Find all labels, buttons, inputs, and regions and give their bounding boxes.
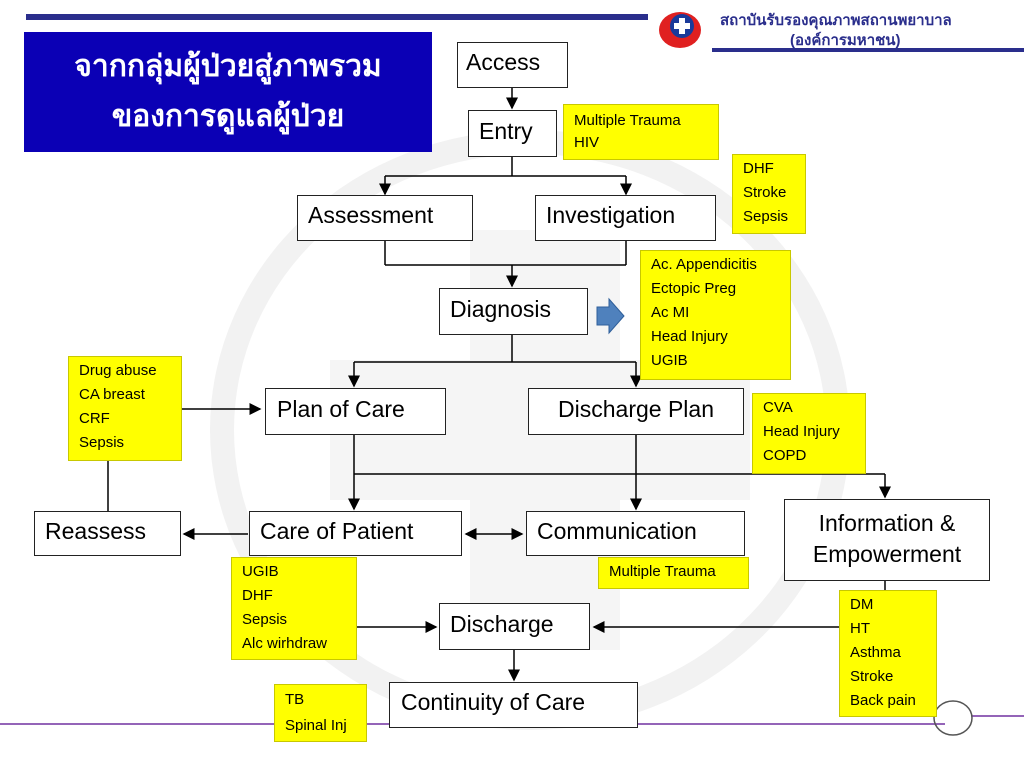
- node-care-of-patient: Care of Patient: [249, 511, 462, 556]
- node-discharge-label: Discharge: [450, 611, 554, 637]
- note-discharge-plan-item: COPD: [763, 447, 807, 464]
- node-discharge-plan: Discharge Plan: [528, 388, 744, 435]
- note-entry-item: HIV: [574, 134, 600, 151]
- note-communication-item: Multiple Trauma: [609, 563, 716, 580]
- node-reassess: Reassess: [34, 511, 181, 556]
- note-information-item: DM: [850, 596, 874, 613]
- node-plan-of-care-label: Plan of Care: [277, 396, 405, 422]
- node-investigation: Investigation: [535, 195, 716, 241]
- note-discharge-plan-item: Head Injury: [763, 423, 840, 440]
- note-plan-item: Sepsis: [79, 434, 125, 451]
- note-investigation-item: Stroke: [743, 184, 787, 201]
- note-entry: Multiple Trauma HIV: [563, 104, 719, 160]
- note-continuity-item: Spinal Inj: [285, 717, 347, 734]
- note-diagnosis: Ac. Appendicitis Ectopic Preg Ac MI Head…: [640, 250, 791, 380]
- note-plan-of-care: Drug abuse CA breast CRF Sepsis: [68, 356, 182, 461]
- note-plan-item: Drug abuse: [79, 362, 157, 379]
- node-assessment-label: Assessment: [308, 202, 434, 228]
- note-diagnosis-item: Head Injury: [651, 328, 728, 345]
- note-discharge-plan-item: CVA: [763, 399, 793, 416]
- org-logo-icon: [656, 8, 704, 52]
- node-diagnosis: Diagnosis: [439, 288, 588, 335]
- node-continuity-of-care: Continuity of Care: [389, 682, 638, 728]
- node-discharge: Discharge: [439, 603, 590, 650]
- note-diagnosis-item: Ac. Appendicitis: [651, 256, 757, 273]
- node-plan-of-care: Plan of Care: [265, 388, 446, 435]
- note-information-item: Asthma: [850, 644, 901, 661]
- header-bar-right: [712, 48, 1024, 52]
- note-diagnosis-item: UGIB: [651, 352, 688, 369]
- node-communication-label: Communication: [537, 518, 697, 544]
- header-bar: [26, 14, 648, 20]
- node-access: Access: [457, 42, 568, 88]
- note-plan-item: CRF: [79, 410, 110, 427]
- note-plan-item: CA breast: [79, 386, 145, 403]
- page-title-line1: จากกลุ่มผู้ป่วยสู่ภาพรวม: [74, 50, 382, 83]
- note-continuity: TB Spinal Inj: [274, 684, 367, 742]
- diagnosis-arrow-icon: [596, 297, 625, 335]
- page-title-line2: ของการดูแลผู้ป่วย: [111, 100, 345, 133]
- note-continuity-item: TB: [285, 691, 305, 708]
- note-investigation: DHF Stroke Sepsis: [732, 154, 806, 234]
- node-discharge-plan-label: Discharge Plan: [558, 396, 714, 422]
- note-information: DM HT Asthma Stroke Back pain: [839, 590, 937, 717]
- node-information-label-line2: Empowerment: [812, 541, 962, 567]
- note-investigation-item: DHF: [743, 160, 774, 177]
- note-care-of-patient: UGIB DHF Sepsis Alc wirhdraw: [231, 557, 357, 660]
- node-communication: Communication: [526, 511, 745, 556]
- note-diagnosis-item: Ectopic Preg: [651, 280, 737, 297]
- node-continuity-label: Continuity of Care: [401, 689, 586, 715]
- note-discharge-plan: CVA Head Injury COPD: [752, 393, 866, 474]
- note-entry-item: Multiple Trauma: [574, 112, 681, 129]
- node-entry-label: Entry: [479, 118, 533, 144]
- note-care-item: Sepsis: [242, 611, 288, 628]
- node-entry: Entry: [468, 110, 557, 157]
- note-care-item: Alc wirhdraw: [242, 635, 328, 652]
- note-investigation-item: Sepsis: [743, 208, 789, 225]
- node-diagnosis-label: Diagnosis: [450, 296, 551, 322]
- org-name-line2: (องค์การมหาชน): [790, 32, 901, 49]
- note-information-item: HT: [850, 620, 870, 637]
- note-care-item: UGIB: [242, 563, 279, 580]
- page-title: จากกลุ่มผู้ป่วยสู่ภาพรวม ของการดูแลผู้ป่…: [24, 32, 432, 152]
- note-information-item: Back pain: [850, 692, 916, 709]
- node-information-empowerment: Information & Empowerment: [784, 499, 990, 581]
- node-reassess-label: Reassess: [45, 518, 146, 544]
- note-communication: Multiple Trauma: [598, 557, 749, 589]
- node-care-of-patient-label: Care of Patient: [260, 518, 414, 544]
- node-investigation-label: Investigation: [546, 202, 676, 228]
- note-information-item: Stroke: [850, 668, 894, 685]
- footer-circle-icon: [933, 700, 973, 736]
- node-assessment: Assessment: [297, 195, 473, 241]
- note-care-item: DHF: [242, 587, 273, 604]
- node-access-label: Access: [466, 49, 541, 75]
- org-name-line1: สถาบันรับรองคุณภาพสถานพยาบาล: [720, 12, 952, 29]
- node-information-label-line1: Information &: [818, 510, 956, 536]
- note-diagnosis-item: Ac MI: [651, 304, 690, 321]
